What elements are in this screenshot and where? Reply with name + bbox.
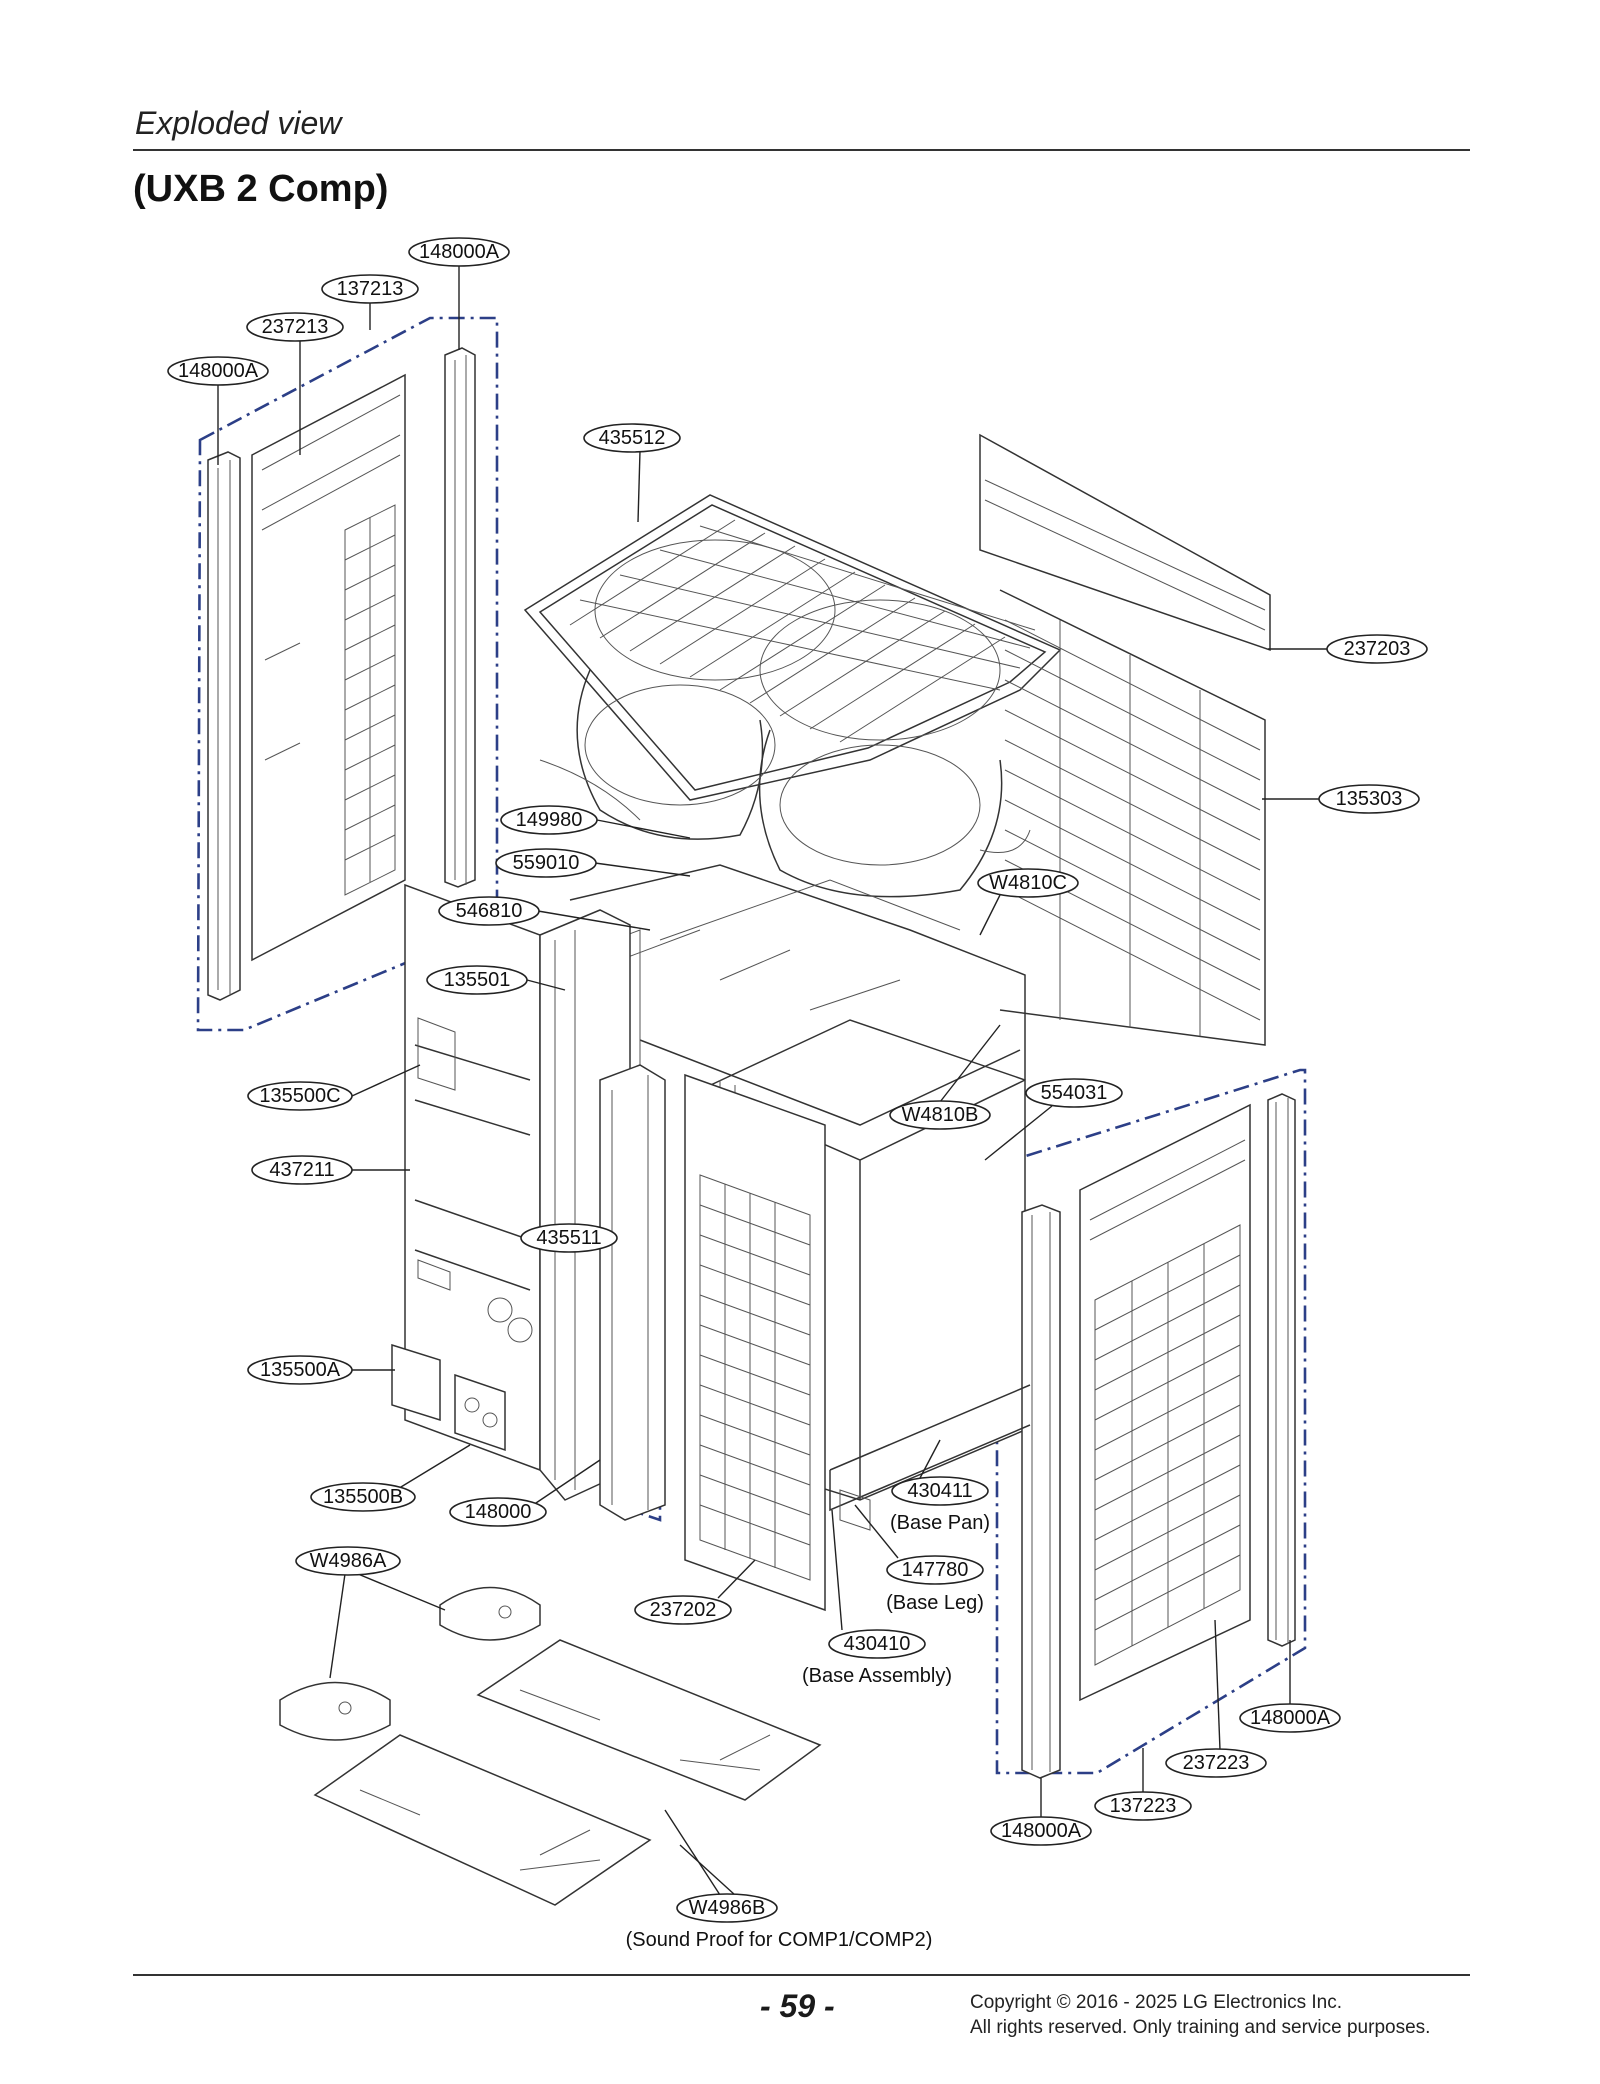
- callout-label: 149980: [516, 809, 583, 831]
- callout-148000: 148000: [449, 1459, 601, 1527]
- callout-559010: 559010: [495, 848, 691, 878]
- note-base-assembly: (Base Assembly): [802, 1665, 952, 1687]
- callout-label: 137213: [337, 278, 404, 300]
- control-box-frame: [539, 909, 666, 1521]
- callout-437211: 437211: [251, 1155, 410, 1185]
- callout-label: 237213: [262, 316, 329, 338]
- callout-147780: 147780: [854, 1504, 984, 1585]
- callout-137223: 137223: [1094, 1748, 1192, 1821]
- section-title: Exploded view: [135, 105, 342, 141]
- callout-135500B: 135500B: [310, 1444, 471, 1512]
- note-base-leg: (Base Leg): [886, 1592, 984, 1614]
- right-rear-corner-post: [1267, 1093, 1296, 1647]
- callout-label: 559010: [513, 852, 580, 874]
- callout-554031: 554031: [984, 1078, 1123, 1161]
- callout-148000A-top: 148000A: [408, 237, 510, 350]
- callout-label: 135500B: [323, 1486, 403, 1508]
- callout-label: 435512: [599, 427, 666, 449]
- callout-148000A-right: 148000A: [1239, 1640, 1341, 1733]
- callout-W4810C: W4810C: [977, 868, 1079, 936]
- callout-label: W4986B: [689, 1897, 766, 1919]
- callout-W4986B: W4986B: [664, 1809, 778, 1923]
- callout-237223: 237223: [1165, 1619, 1267, 1778]
- rear-corner-post: [444, 347, 476, 888]
- callout-135303: 135303: [1262, 784, 1420, 814]
- callout-label: 435511: [536, 1227, 601, 1249]
- callout-label: 430410: [844, 1633, 911, 1655]
- callout-label: 135501: [444, 969, 511, 991]
- callout-label: 546810: [456, 900, 523, 922]
- copyright-notice: Copyright © 2016 - 2025 LG Electronics I…: [970, 1990, 1430, 2040]
- callout-label: W4810C: [989, 872, 1067, 894]
- callout-430411: 430411: [891, 1439, 989, 1506]
- callout-149980: 149980: [500, 805, 691, 839]
- left-corner-post: [207, 451, 241, 1001]
- page-number: - 59 -: [760, 1988, 835, 2024]
- callout-label: 135500C: [259, 1085, 340, 1107]
- fan-shrouds: [539, 669, 1031, 898]
- callout-148000A-bottom: 148000A: [990, 1778, 1092, 1846]
- callout-label: 430411: [907, 1480, 972, 1502]
- callout-label: 137223: [1110, 1795, 1177, 1817]
- callout-435511: 435511: [520, 1223, 618, 1253]
- callout-label: 147780: [902, 1559, 969, 1581]
- callout-label: 437211: [269, 1159, 334, 1181]
- callout-237203: 237203: [1268, 634, 1428, 664]
- callout-label: 135500A: [260, 1359, 341, 1381]
- sound-proof-caps: [279, 1586, 541, 1741]
- callout-148000A-left: 148000A: [167, 356, 269, 465]
- callout-137213: 137213: [321, 274, 419, 330]
- callout-237213: 237213: [246, 312, 344, 455]
- callout-430410: 430410: [828, 1509, 926, 1659]
- header-rule: [133, 149, 1470, 151]
- callout-135500C: 135500C: [247, 1064, 421, 1111]
- right-panel-group-outline: [995, 1068, 1307, 1775]
- sound-proof-sheets: [313, 1639, 822, 1906]
- callout-label: 554031: [1041, 1082, 1108, 1104]
- note-base-pan: (Base Pan): [890, 1512, 990, 1534]
- callout-W4810B: W4810B: [889, 1024, 1001, 1130]
- callout-label: 237223: [1183, 1752, 1250, 1774]
- callout-546810: 546810: [438, 896, 651, 931]
- copyright-line: Copyright © 2016 - 2025 LG Electronics I…: [970, 1992, 1343, 2013]
- callout-label: 148000A: [1250, 1707, 1331, 1729]
- callout-435512: 435512: [583, 423, 681, 523]
- rear-top-panel: [979, 433, 1271, 652]
- callout-label: 148000A: [178, 360, 259, 382]
- callout-label: W4810B: [902, 1104, 979, 1126]
- cover-plates: [391, 1343, 506, 1452]
- base-assembly: [829, 1384, 1031, 1531]
- callout-237202: 237202: [634, 1559, 756, 1625]
- front-grille-door: [684, 1073, 826, 1612]
- heat-exchanger: [999, 589, 1266, 1046]
- callout-label: 148000A: [419, 241, 500, 263]
- callout-W4986A: W4986A: [295, 1546, 446, 1679]
- right-side-panel: [1079, 1103, 1251, 1702]
- right-front-corner-post: [1021, 1204, 1061, 1779]
- left-side-panel: [251, 373, 406, 962]
- callout-135500A: 135500A: [247, 1355, 395, 1385]
- callout-label: 237203: [1344, 638, 1411, 660]
- footer-rule: [133, 1974, 1470, 1976]
- note-sound-proof: (Sound Proof for COMP1/COMP2): [626, 1929, 933, 1951]
- callout-label: 135303: [1336, 788, 1403, 810]
- callout-135501: 135501: [426, 965, 566, 995]
- page-heading: (UXB 2 Comp): [133, 168, 389, 210]
- callout-label: W4986A: [310, 1550, 387, 1572]
- copyright-line: All rights reserved. Only training and s…: [970, 2017, 1431, 2038]
- callout-label: 237202: [650, 1599, 717, 1621]
- top-grille: [523, 494, 1062, 801]
- callout-label: 148000A: [1001, 1820, 1082, 1842]
- callout-label: 148000: [465, 1501, 532, 1523]
